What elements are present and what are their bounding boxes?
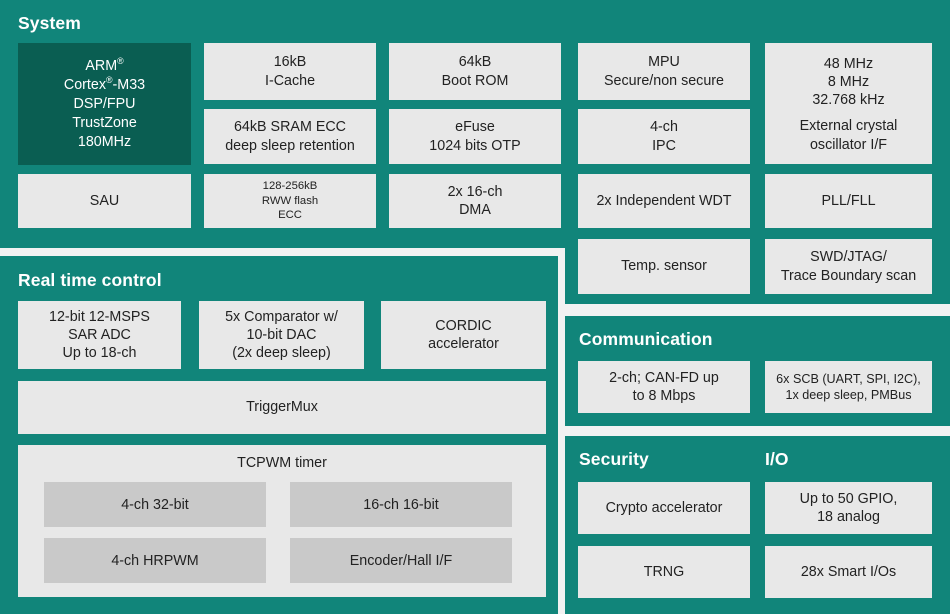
line: 1024 bits OTP xyxy=(429,137,521,154)
subbox-tcpwm-4ch-32bit: 4-ch 32-bit xyxy=(44,482,266,527)
line: 2x Independent WDT xyxy=(596,192,732,209)
line: 2x 16-ch xyxy=(447,183,503,200)
line: IPC xyxy=(652,137,676,154)
line: 8 MHz xyxy=(827,73,870,90)
box-smart-ios: 28x Smart I/Os xyxy=(765,546,932,598)
line: TRNG xyxy=(643,563,685,580)
box-gpio: Up to 50 GPIO, 18 analog xyxy=(765,482,932,534)
box-swd-jtag: SWD/JTAG/ Trace Boundary scan xyxy=(765,239,932,294)
line: 12-bit 12-MSPS xyxy=(49,308,150,325)
line: 6x SCB (UART, SPI, I2C), xyxy=(776,371,921,386)
line: 10-bit DAC xyxy=(246,326,317,343)
panel-system-title: System xyxy=(18,13,81,33)
line: SWD/JTAG/ xyxy=(810,249,887,266)
box-ipc: 4-ch IPC xyxy=(578,109,750,164)
box-cordic-accelerator: CORDIC accelerator xyxy=(381,301,546,369)
box-tcpwm-timer: TCPWM timer 4-ch 32-bit 16-ch 16-bit 4-c… xyxy=(18,445,546,597)
box-crypto-accelerator: Crypto accelerator xyxy=(578,482,750,534)
line: SAU xyxy=(89,192,120,209)
line: SAR ADC xyxy=(68,326,131,343)
line: Temp. sensor xyxy=(621,258,707,275)
tcpwm-timer-label: TCPWM timer xyxy=(237,455,327,471)
line: 32.768 kHz xyxy=(812,92,885,109)
box-external-crystal: External crystal oscillator I/F xyxy=(765,107,932,164)
panel-security-title: Security xyxy=(579,449,649,469)
line: 4-ch xyxy=(650,119,678,136)
line: 28x Smart I/Os xyxy=(800,563,897,580)
box-scb: 6x SCB (UART, SPI, I2C), 1x deep sleep, … xyxy=(765,361,932,413)
line: I-Cache xyxy=(264,72,316,89)
line: 1x deep sleep, PMBus xyxy=(785,388,912,402)
line: PLL/FLL xyxy=(821,192,876,209)
line: Crypto accelerator xyxy=(605,499,723,516)
box-sar-adc: 12-bit 12-MSPS SAR ADC Up to 18-ch xyxy=(18,301,181,369)
line: Up to 18-ch xyxy=(62,345,137,362)
line: RWW flash xyxy=(261,194,319,207)
box-trng: TRNG xyxy=(578,546,750,598)
box-rww-flash: 128-256kB RWW flash ECC xyxy=(204,174,376,228)
line: accelerator xyxy=(428,336,499,352)
line: 48 MHz xyxy=(823,55,874,72)
line: Boot ROM xyxy=(441,72,509,89)
box-triggermux: TriggerMux xyxy=(18,381,546,434)
line: 16kB xyxy=(273,54,307,71)
box-efuse: eFuse 1024 bits OTP xyxy=(389,109,561,164)
box-sau: SAU xyxy=(18,174,191,228)
line: Secure/non secure xyxy=(603,72,724,89)
line: MPU xyxy=(648,54,680,71)
panel-real-time-control-title: Real time control xyxy=(18,270,162,290)
box-icache: 16kB I-Cache xyxy=(204,43,376,100)
line: oscillator I/F xyxy=(809,136,888,153)
line: eFuse xyxy=(455,119,495,136)
line: 64kB xyxy=(458,54,492,71)
box-mpu: MPU Secure/non secure xyxy=(578,43,750,100)
line: External crystal xyxy=(799,118,898,135)
line: Up to 50 GPIO, xyxy=(799,490,898,507)
line: 18 analog xyxy=(817,509,880,525)
box-watchdog: 2x Independent WDT xyxy=(578,174,750,228)
line: TriggerMux xyxy=(246,399,318,416)
cpu-line-1: Cortex®-M33 xyxy=(63,74,146,93)
subbox-tcpwm-16ch-16bit: 16-ch 16-bit xyxy=(290,482,512,527)
line: to 8 Mbps xyxy=(632,388,696,404)
line: 5x Comparator w/ xyxy=(225,308,338,325)
box-sram-ecc: 64kB SRAM ECC deep sleep retention xyxy=(204,109,376,164)
box-cpu-core: ARM® Cortex®-M33 DSP/FPU TrustZone 180MH… xyxy=(18,43,191,165)
box-comparator-dac: 5x Comparator w/ 10-bit DAC (2x deep sle… xyxy=(199,301,364,369)
line: Trace Boundary scan xyxy=(780,267,917,284)
line: DMA xyxy=(459,202,491,218)
line: 128-256kB xyxy=(262,179,318,192)
cpu-line-4: 180MHz xyxy=(77,133,132,150)
subbox-tcpwm-4ch-hrpwm: 4-ch HRPWM xyxy=(44,538,266,583)
subbox-tcpwm-encoder-hall: Encoder/Hall I/F xyxy=(290,538,512,583)
line: 64kB SRAM ECC xyxy=(233,119,347,136)
box-boot-rom: 64kB Boot ROM xyxy=(389,43,561,100)
line: 2-ch; CAN-FD up xyxy=(609,369,719,386)
panel-io-title: I/O xyxy=(765,449,789,469)
line: (2x deep sleep) xyxy=(232,345,331,362)
box-dma: 2x 16-ch DMA xyxy=(389,174,561,228)
cpu-line-3: TrustZone xyxy=(72,114,137,131)
line: deep sleep retention xyxy=(225,137,355,154)
cpu-line-2: DSP/FPU xyxy=(73,95,136,112)
line: CORDIC xyxy=(435,317,492,334)
box-can-fd: 2-ch; CAN-FD up to 8 Mbps xyxy=(578,361,750,413)
cpu-line-0: ARM® xyxy=(85,55,124,74)
box-temp-sensor: Temp. sensor xyxy=(578,239,750,294)
panel-communication-title: Communication xyxy=(579,329,713,349)
box-pll-fll: PLL/FLL xyxy=(765,174,932,228)
line: ECC xyxy=(278,209,302,222)
